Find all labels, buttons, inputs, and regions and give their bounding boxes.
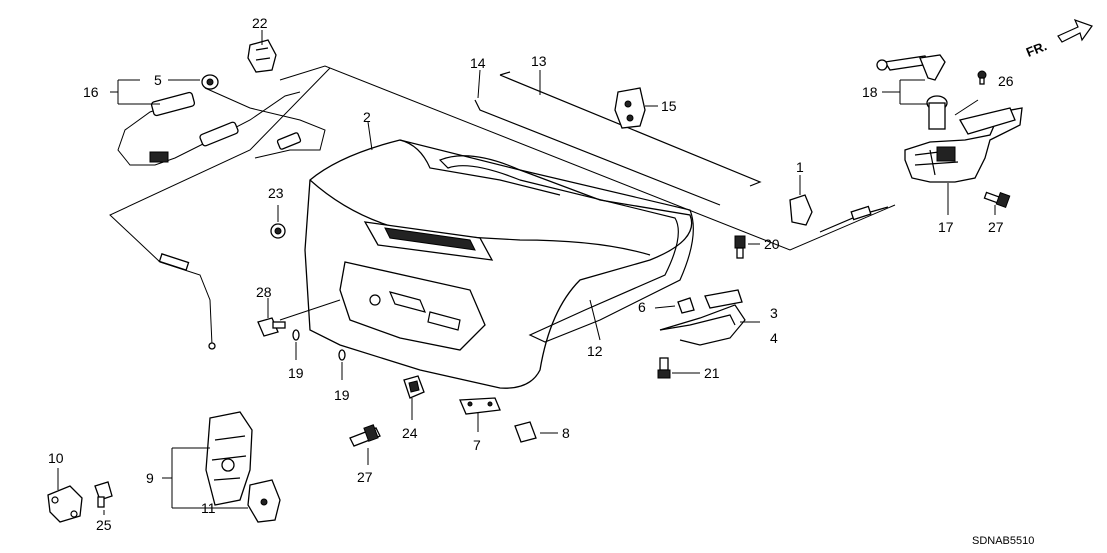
callout-9: 9 xyxy=(146,470,154,486)
callout-4: 4 xyxy=(770,330,778,346)
bracket-15-hole-2 xyxy=(626,114,634,122)
callout-labels: 22 5 16 2 14 13 15 1 23 28 19 19 24 7 8 … xyxy=(48,15,1014,533)
callout-11: 11 xyxy=(201,500,216,516)
callout-22: 22 xyxy=(252,15,268,31)
opener-cable xyxy=(117,91,301,166)
trunk-inner-hole xyxy=(369,294,381,306)
lock-cylinder-body xyxy=(928,102,946,130)
bracket-15-hole xyxy=(624,100,632,108)
key-head xyxy=(876,59,888,71)
screw-26-shaft xyxy=(979,77,985,85)
opener-switch xyxy=(150,91,196,117)
callout-27-right: 27 xyxy=(988,219,1004,235)
diagram-code: SDNAB5510 xyxy=(972,535,1034,547)
bracket-7-dot xyxy=(467,401,473,407)
cable-end xyxy=(208,342,216,350)
callout-27-lower: 27 xyxy=(357,469,373,485)
opener-sleeve-2 xyxy=(276,132,302,150)
bolt-25-shaft xyxy=(97,496,105,508)
bolt-27-right-head xyxy=(995,192,1011,208)
callout-15: 15 xyxy=(661,98,677,114)
clip-22 xyxy=(247,39,277,73)
bolt-21-head xyxy=(657,369,671,379)
fr-arrow-icon xyxy=(1057,18,1093,43)
front-direction-indicator: FR. xyxy=(1024,18,1093,60)
support-rod-14 xyxy=(474,99,721,206)
release-cable xyxy=(279,65,896,251)
trunk-inner-slot-1 xyxy=(388,291,427,313)
clip-1 xyxy=(789,194,813,226)
hinge-top xyxy=(704,289,743,309)
callout-19-b: 19 xyxy=(334,387,350,403)
bracket-7 xyxy=(459,397,501,415)
clip-22-detail xyxy=(255,47,271,61)
callout-1: 1 xyxy=(796,159,804,175)
release-cable-lower xyxy=(109,67,331,346)
grommet-5-inner xyxy=(206,78,214,86)
callout-8: 8 xyxy=(562,425,570,441)
bolt-27-lower-head xyxy=(363,424,379,442)
leader-lines xyxy=(57,30,996,515)
hinge-2 xyxy=(659,314,736,331)
bumper-19-a xyxy=(292,329,300,341)
callout-26: 26 xyxy=(998,73,1014,89)
opener-sleeve xyxy=(199,121,239,147)
clip-6 xyxy=(677,297,695,314)
cable-end-fitting xyxy=(850,205,872,221)
clip-24-detail xyxy=(408,380,420,393)
support-rod-13 xyxy=(499,74,762,187)
trunk-garnish-slot xyxy=(384,227,476,251)
bolt-25 xyxy=(94,481,113,501)
key-blank-2 xyxy=(919,54,946,81)
callout-16: 16 xyxy=(83,84,99,100)
opener-cable-2 xyxy=(204,87,326,159)
callout-3: 3 xyxy=(770,305,778,321)
fr-label: FR. xyxy=(1024,38,1049,60)
opener-connector xyxy=(149,151,169,163)
callout-28: 28 xyxy=(256,284,272,300)
callout-5: 5 xyxy=(154,72,162,88)
bracket-15 xyxy=(614,87,646,129)
trunk-lid xyxy=(304,139,693,389)
callout-19-a: 19 xyxy=(288,365,304,381)
callout-10: 10 xyxy=(48,450,64,466)
callout-14: 14 xyxy=(470,55,486,71)
bolt-21 xyxy=(659,357,669,371)
callout-7: 7 xyxy=(473,437,481,453)
callout-18: 18 xyxy=(862,84,878,100)
callout-21: 21 xyxy=(704,365,720,381)
striker-10-hole xyxy=(51,496,59,504)
bolt-20-shaft xyxy=(736,247,744,259)
callout-20: 20 xyxy=(764,236,780,252)
weatherstrip xyxy=(438,155,694,343)
trunk-inner-slot-2 xyxy=(427,311,461,331)
cap-8 xyxy=(514,421,537,443)
cable-sleeve xyxy=(158,253,190,271)
callout-25: 25 xyxy=(96,517,112,533)
trunk-lock-arm xyxy=(959,107,1016,135)
latch-cover-hole xyxy=(260,498,268,506)
callout-6: 6 xyxy=(638,299,646,315)
support-rod-13-end xyxy=(499,71,511,76)
trunk-lock-hub xyxy=(936,146,956,162)
bolt-28-shaft xyxy=(272,321,286,329)
callout-23: 23 xyxy=(268,185,284,201)
callout-24: 24 xyxy=(402,425,418,441)
bracket-7-dot-2 xyxy=(487,401,493,407)
callout-2: 2 xyxy=(363,109,371,125)
bolt-20 xyxy=(734,235,746,249)
callout-13: 13 xyxy=(531,53,547,69)
trunk-latch-detail xyxy=(211,435,247,481)
hinge xyxy=(659,304,746,346)
striker-10 xyxy=(47,485,83,523)
bumper-19-b xyxy=(338,349,346,361)
nut-23-inner xyxy=(274,227,282,235)
callout-12: 12 xyxy=(587,343,603,359)
striker-10-hole-2 xyxy=(70,510,78,518)
callout-17: 17 xyxy=(938,219,954,235)
trunk-latch-pivot xyxy=(221,458,235,472)
trunk-lid-top xyxy=(399,139,561,196)
lock-leader xyxy=(954,99,979,116)
